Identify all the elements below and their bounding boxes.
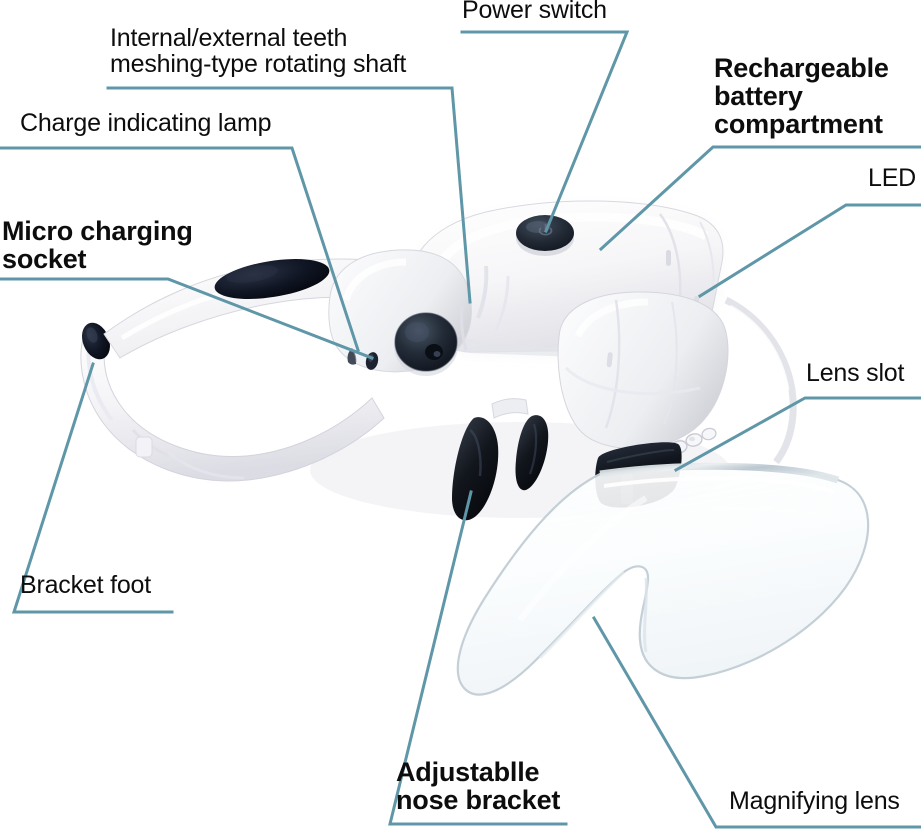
callout-magnifying-lens: Magnifying lens xyxy=(729,787,900,815)
product-part-rotating-shaft-dial xyxy=(394,312,458,376)
leader-line-lens-slot xyxy=(673,396,921,473)
leader-line-charge-indicating-lamp xyxy=(0,146,360,352)
product-part-clear-lens xyxy=(456,462,870,696)
leader-line-internal-external-teeth-shaft xyxy=(106,86,472,304)
product-part-headband-arm-end xyxy=(80,322,385,482)
product-part-nose-pads xyxy=(452,398,549,521)
callout-power-switch: Power switch xyxy=(462,0,607,24)
leader-line-magnifying-lens xyxy=(591,615,921,829)
leader-line-micro-charging-socket xyxy=(0,277,374,360)
leader-line-led xyxy=(697,203,921,299)
callout-micro-charging-socket: Micro charging socket xyxy=(2,216,193,274)
callout-charge-indicating-lamp: Charge indicating lamp xyxy=(20,109,272,137)
leader-line-adjustable-nose-bracket xyxy=(388,490,568,826)
callout-internal-external-teeth-shaft: Internal/external teeth meshing-type rot… xyxy=(110,24,407,78)
callout-bracket-foot: Bracket foot xyxy=(20,571,151,599)
product-part-body-ribs xyxy=(460,265,510,351)
callout-adjustable-nose-bracket: Adjustablle nose bracket xyxy=(396,757,561,815)
product-part-power-switch-button xyxy=(516,215,574,256)
callout-led: LED xyxy=(868,164,917,192)
product-part-lens-holder-housing xyxy=(557,291,729,449)
product-part-strap-tail xyxy=(724,296,797,465)
callout-lens-slot: Lens slot xyxy=(806,359,905,387)
product-part-temple-pad xyxy=(214,259,330,299)
leader-line-bracket-foot xyxy=(11,362,174,614)
leader-line-rechargeable-battery-compartment xyxy=(598,145,921,252)
leader-line-power-switch xyxy=(460,30,630,233)
callout-rechargeable-battery-compartment: Rechargeable battery compartment xyxy=(714,53,889,139)
